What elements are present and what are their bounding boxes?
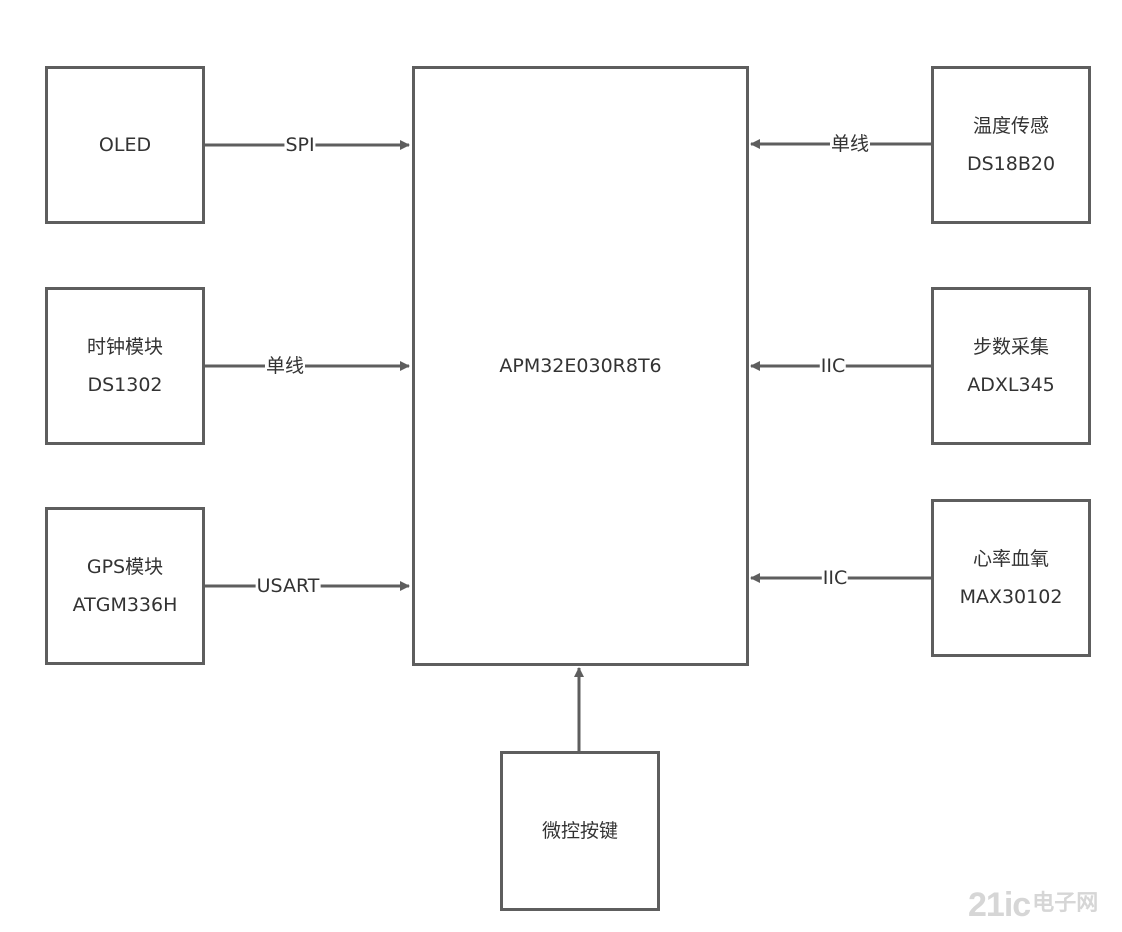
steps-module-chip: ADXL345 <box>967 374 1055 396</box>
watermark-cn: 电子网 <box>1032 890 1099 915</box>
temperature-module-name: 温度传感 <box>972 115 1049 137</box>
keys-module-name: 微控按键 <box>541 820 618 842</box>
edge-label-gps: USART <box>255 575 321 597</box>
clock-module: 时钟模块 DS1302 <box>45 287 205 445</box>
clock-module-name: 时钟模块 <box>86 336 163 358</box>
watermark-logo: 21ic电子网 <box>968 885 1098 925</box>
edge-label-temperature: 单线 <box>829 133 871 155</box>
mcu-label: APM32E030R8T6 <box>499 355 662 377</box>
watermark-brand: 21ic <box>968 886 1031 924</box>
keys-module: 微控按键 <box>500 751 660 911</box>
temperature-module-chip: DS18B20 <box>966 153 1056 175</box>
clock-module-chip: DS1302 <box>87 374 163 396</box>
heart-module: 心率血氧 MAX30102 <box>931 499 1091 657</box>
temperature-module: 温度传感 DS18B20 <box>931 66 1091 224</box>
mcu-block: APM32E030R8T6 <box>412 66 749 666</box>
edge-label-clock: 单线 <box>264 355 306 377</box>
gps-module-chip: ATGM336H <box>72 594 178 616</box>
oled-module: OLED <box>45 66 205 224</box>
heart-module-chip: MAX30102 <box>959 586 1063 608</box>
steps-module: 步数采集 ADXL345 <box>931 287 1091 445</box>
gps-module-name: GPS模块 <box>86 556 164 578</box>
edge-label-heart: IIC <box>821 567 849 589</box>
steps-module-name: 步数采集 <box>972 336 1049 358</box>
gps-module: GPS模块 ATGM336H <box>45 507 205 665</box>
edge-label-steps: IIC <box>819 355 847 377</box>
heart-module-name: 心率血氧 <box>972 548 1049 570</box>
oled-label: OLED <box>98 134 152 156</box>
edge-label-oled: SPI <box>284 134 316 156</box>
